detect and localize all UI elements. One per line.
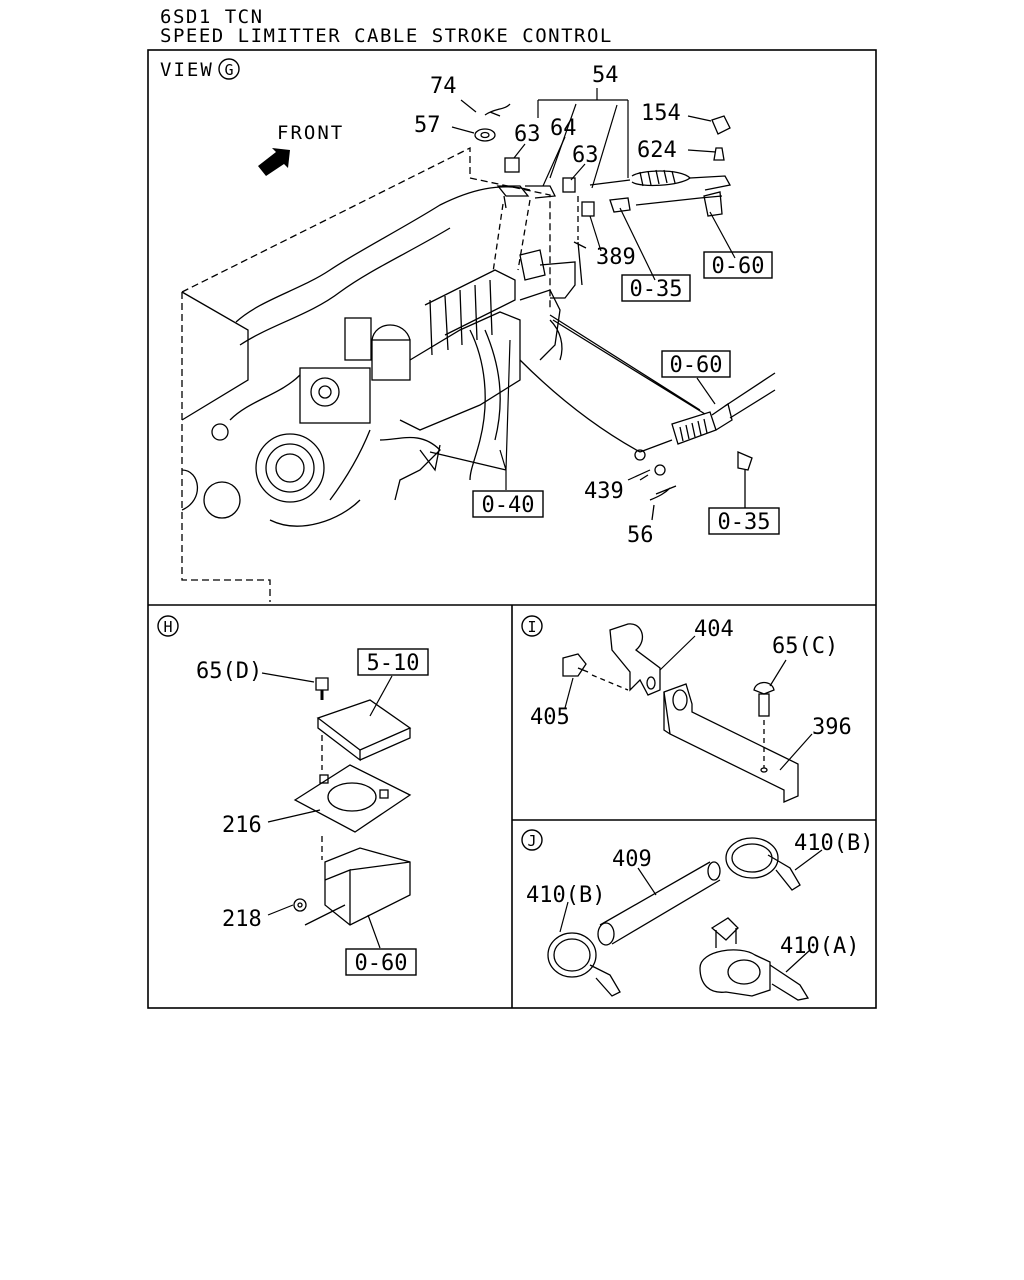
ref-box xyxy=(345,948,417,976)
view-marker-i: I xyxy=(527,618,536,636)
view-g-panel: VIEW G FRONT xyxy=(160,58,780,602)
model-code: 6SD1 TCN xyxy=(160,6,264,28)
callout-410b: 410(B) xyxy=(526,883,605,908)
view-marker-circle xyxy=(157,615,179,637)
leader-lines xyxy=(564,635,813,771)
callout-154: 154 xyxy=(641,101,681,126)
engine-block xyxy=(181,146,587,602)
view-marker-circle xyxy=(521,615,543,637)
callout-63: 63 xyxy=(514,122,541,147)
callout-63: 63 xyxy=(572,143,599,168)
page-title: SPEED LIMITTER CABLE STROKE CONTROL xyxy=(160,25,613,47)
view-label: VIEW xyxy=(160,59,214,81)
callout-624: 624 xyxy=(637,138,677,163)
callout-56: 56 xyxy=(627,523,654,548)
callout-396: 396 xyxy=(812,715,852,740)
view-marker-g: G xyxy=(224,61,233,79)
upper-linkage xyxy=(474,103,732,273)
ref-0-35[interactable]: 0-35 xyxy=(630,277,683,302)
callout-74: 74 xyxy=(430,74,457,99)
callout-57: 57 xyxy=(414,113,441,138)
ref-box xyxy=(621,274,691,302)
ref-0-35[interactable]: 0-35 xyxy=(718,510,771,535)
view-j-panel: J 409 410(B) xyxy=(521,829,873,1001)
callout-410b: 410(B) xyxy=(794,831,873,856)
view-marker-j: J xyxy=(527,832,536,850)
callout-404: 404 xyxy=(694,617,734,642)
front-label: FRONT xyxy=(277,122,344,144)
callout-439: 439 xyxy=(584,479,624,504)
view-i-panel: I 404 405 65(C) 396 xyxy=(521,615,852,803)
front-arrow-icon xyxy=(258,148,290,176)
callout-218: 218 xyxy=(222,907,262,932)
ref-0-60[interactable]: 0-60 xyxy=(712,254,765,279)
ref-box xyxy=(661,350,731,378)
ref-0-40[interactable]: 0-40 xyxy=(482,493,535,518)
view-marker-h: H xyxy=(163,618,172,636)
callout-65c: 65(C) xyxy=(772,634,838,659)
view-h-panel: H 65(D) 216 218 xyxy=(157,615,429,976)
callout-410a: 410(A) xyxy=(780,934,859,959)
callout-216: 216 xyxy=(222,813,262,838)
leader-lines xyxy=(261,672,393,949)
ref-box xyxy=(357,648,429,676)
callout-64: 64 xyxy=(550,116,577,141)
clamp-parts xyxy=(547,837,810,1001)
ref-box xyxy=(708,507,780,535)
leader-lines xyxy=(559,849,823,973)
view-marker-circle xyxy=(521,829,543,851)
bracket-assembly xyxy=(293,677,412,926)
callout-389: 389 xyxy=(596,245,636,270)
view-marker-circle xyxy=(218,58,240,80)
callout-405: 405 xyxy=(530,705,570,730)
ref-box xyxy=(472,490,544,518)
ref-box xyxy=(703,251,773,279)
bracket-parts xyxy=(562,623,799,803)
stroke-control-cable xyxy=(519,314,776,521)
ref-0-60[interactable]: 0-60 xyxy=(670,353,723,378)
leader-lines xyxy=(429,88,736,490)
ref-0-60[interactable]: 0-60 xyxy=(355,951,408,976)
callout-54: 54 xyxy=(592,63,619,88)
callout-65d: 65(D) xyxy=(196,659,262,684)
callout-409: 409 xyxy=(612,847,652,872)
ref-5-10[interactable]: 5-10 xyxy=(367,651,420,676)
